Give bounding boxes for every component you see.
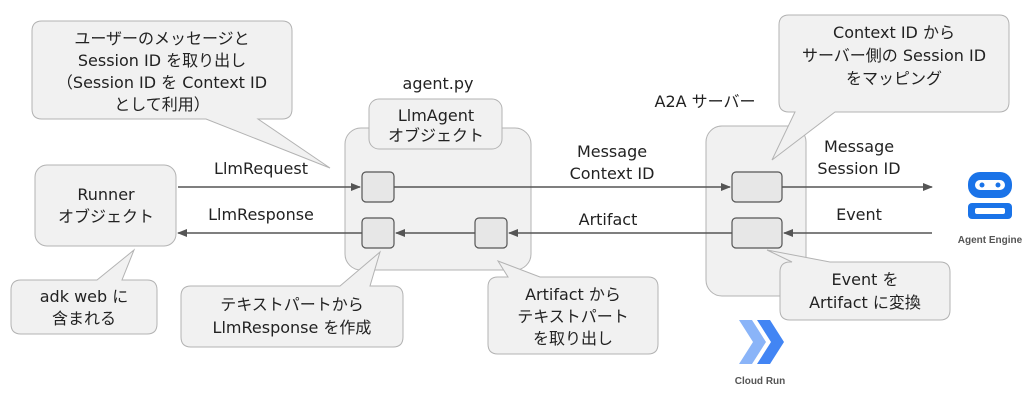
- llm-agent-label-2: オブジェクト: [388, 126, 484, 145]
- note-adk-web: [10, 248, 158, 335]
- runner-object: [34, 164, 177, 247]
- note-text-part-create-line1: テキストパートから: [220, 295, 364, 314]
- note-text-part-create: [180, 250, 404, 348]
- runner-label-1: Runner: [77, 185, 135, 204]
- artifact-label: Artifact: [579, 210, 638, 229]
- llm-request-label: LlmRequest: [214, 159, 308, 178]
- session-id-label: Session ID: [817, 159, 900, 178]
- note-adk-web-line1: adk web に: [40, 287, 129, 306]
- note-context-mapping-line1: Context ID から: [833, 23, 955, 42]
- note-adk-web-line2: 含まれる: [52, 309, 116, 328]
- llm-agent-label-1: LlmAgent: [398, 106, 474, 125]
- agent-engine-icon: [968, 172, 1012, 219]
- server-message-handler: [731, 171, 783, 203]
- note-text-part-create-line2: LlmResponse を作成: [213, 318, 372, 337]
- server-event-handler: [731, 217, 783, 249]
- message-label: Message: [577, 142, 647, 161]
- llm-agent-label-box: [368, 98, 503, 150]
- runner-label-2: オブジェクト: [58, 207, 154, 226]
- llm-response-label: LlmResponse: [208, 205, 314, 224]
- agent-engine-label: Agent Engine: [958, 235, 1023, 246]
- note-session-extract: [31, 20, 331, 169]
- context-id-label: Context ID: [570, 164, 655, 183]
- note-event-convert: [766, 249, 951, 321]
- note-session-extract-line4: として利用）: [114, 95, 210, 114]
- note-artifact-extract-line3: を取り出し: [533, 329, 613, 348]
- agent-artifact-handler: [474, 217, 508, 249]
- note-event-convert-line2: Artifact に変換: [809, 293, 921, 312]
- event-label: Event: [836, 205, 882, 224]
- note-context-mapping-line3: をマッピング: [846, 69, 942, 88]
- a2a-server-label: A2A サーバー: [655, 92, 756, 111]
- note-session-extract-line2: Session ID を取り出し: [78, 51, 246, 70]
- note-artifact-extract-line2: テキストパート: [517, 307, 629, 326]
- note-session-extract-line1: ユーザーのメッセージと: [74, 29, 249, 48]
- note-event-convert-line1: Event を: [832, 270, 899, 289]
- note-context-mapping-line2: サーバー側の Session ID: [802, 46, 986, 65]
- agent-request-handler: [361, 171, 395, 203]
- note-context-mapping: [771, 14, 1010, 161]
- note-artifact-extract-line1: Artifact から: [525, 285, 621, 304]
- cloud-run-label: Cloud Run: [735, 376, 786, 387]
- note-artifact-extract: [487, 260, 659, 355]
- note-session-extract-line3: （Session ID を Context ID: [57, 73, 267, 92]
- cloud-run-icon: [739, 320, 784, 364]
- agent-py-label: agent.py: [403, 74, 474, 93]
- agent-response-handler: [361, 217, 395, 249]
- message-label-2: Message: [824, 137, 894, 156]
